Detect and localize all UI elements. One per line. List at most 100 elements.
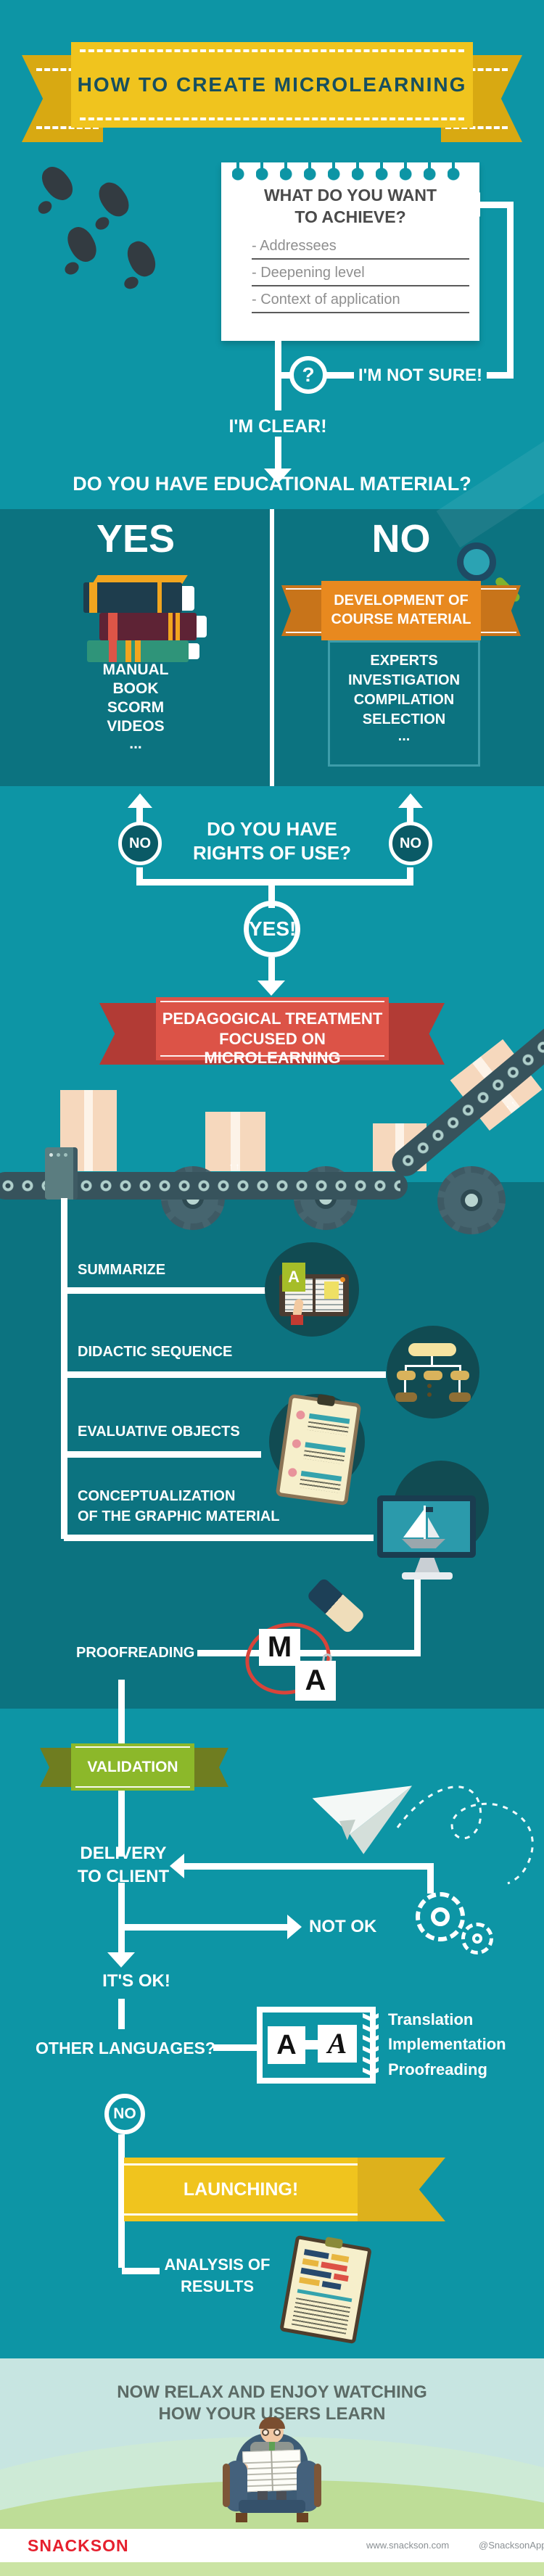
letter-tile-m: M (259, 1629, 300, 1666)
rights-yes-circle: YES! (244, 901, 300, 957)
analysis-line2: RESULTS (180, 2277, 255, 2295)
arrowhead-down (257, 981, 285, 996)
flow-line (407, 867, 413, 886)
flow-line (197, 1650, 421, 1656)
flow-line (268, 957, 275, 981)
no-label: NO (371, 517, 431, 561)
gear-icon (437, 1166, 506, 1234)
rework-gears-icon-small (461, 1923, 493, 1954)
note-heading-line2: TO ACHIEVE? (294, 207, 406, 226)
parcel-box: ↑↑ (205, 1112, 265, 1171)
flow-line (122, 2268, 160, 2274)
column-divider (270, 509, 274, 786)
languages-no-circle: NO (104, 2094, 145, 2134)
closing-line1: NOW RELAX AND ENJOY WATCHING (117, 2382, 427, 2402)
arrowhead-left (170, 1854, 184, 1878)
flow-line (136, 879, 413, 886)
flow-line (275, 437, 281, 468)
flow-line (118, 1999, 125, 2029)
flow-line (61, 1198, 67, 1539)
its-ok-label: IT'S OK! (102, 1971, 170, 1991)
flow-line (427, 1863, 434, 1894)
course-banner-line1: DEVELOPMENT OF (334, 593, 469, 608)
flow-line (275, 341, 281, 410)
no-items-box (328, 640, 480, 767)
page-title: HOW TO CREATE MICROLEARNING (77, 73, 467, 96)
arrowhead-down (264, 468, 292, 484)
delivery-line1: DELIVERY (80, 1844, 167, 1863)
material-question: DO YOU HAVE EDUCATIONAL MATERIAL? (73, 473, 471, 495)
course-banner: DEVELOPMENT OF COURSE MATERIAL (321, 581, 481, 640)
not-ok-label: NOT OK (309, 1917, 377, 1936)
flow-line (183, 1863, 434, 1870)
rights-question-line2: RIGHTS OF USE? (192, 842, 352, 864)
flow-line (64, 1535, 374, 1541)
flow-line (64, 1287, 270, 1294)
yes-item: MANUAL (102, 661, 169, 678)
plane-trail (396, 1786, 534, 1885)
step-label-proofreading: PROOFREADING (76, 1645, 195, 1661)
yes-item: BOOK (112, 680, 159, 697)
footer-website: www.snackson.com (366, 2540, 450, 2551)
step-label-summarize: SUMMARIZE (78, 1262, 166, 1278)
not-sure-label: I'M NOT SURE! (354, 364, 487, 387)
title-banner: HOW TO CREATE MICROLEARNING (71, 42, 473, 128)
note-item: - Addressees (252, 238, 337, 254)
step-label-evaluative: EVALUATIVE OBJECTS (78, 1424, 240, 1440)
language-option: Implementation (388, 2035, 506, 2053)
question-icon: ? (289, 356, 327, 394)
analysis-clipboard-icon (279, 2234, 372, 2345)
arrowhead-right (287, 1915, 302, 1939)
arrowhead-up (128, 793, 152, 808)
flow-line (136, 867, 143, 886)
yes-label: YES (96, 517, 176, 561)
monitor-base (402, 1572, 453, 1580)
summarize-icon: A (265, 1242, 359, 1337)
step-label-concept-line2: OF THE GRAPHIC MATERIAL (78, 1508, 280, 1524)
clear-label: I'M CLEAR! (228, 416, 327, 437)
flow-line (213, 2044, 257, 2051)
step-label-concept-line1: CONCEPTUALIZATION (78, 1488, 236, 1504)
translation-icon (257, 2007, 376, 2084)
footer-bar: SNACKSON www.snackson.com @SnacksonApp (0, 2529, 544, 2562)
step-label-didactic: DIDACTIC SEQUENCE (78, 1344, 233, 1360)
armchair-reader-illustration (214, 2417, 330, 2527)
language-option: Proofreading (388, 2060, 487, 2078)
didactic-sequence-icon (387, 1326, 479, 1419)
treatment-line1: PEDAGOGICAL TREATMENT (162, 1010, 383, 1028)
flow-line (414, 1580, 421, 1656)
letter-tile-a: A (295, 1661, 336, 1701)
analysis-line1: ANALYSIS OF (164, 2255, 271, 2274)
brand-logo: SNACKSON (28, 2536, 129, 2555)
rights-question-line1: DO YOU HAVE (207, 818, 337, 840)
footer-handle: @SnacksonApp (479, 2540, 544, 2551)
flow-line (64, 1371, 386, 1378)
closing-scene: NOW RELAX AND ENJOY WATCHING HOW YOUR US… (0, 2358, 544, 2576)
machine-icon (45, 1147, 78, 1200)
yes-item: SCORM (107, 699, 165, 716)
flow-line (407, 808, 413, 830)
validation-banner: VALIDATION (71, 1743, 194, 1791)
launch-label: LAUNCHING! (183, 2179, 299, 2200)
monitor-stand (415, 1558, 440, 1572)
treatment-line2: FOCUSED ON MICROLEARNING (204, 1030, 341, 1067)
flow-line (136, 808, 143, 830)
books-icon (83, 575, 207, 662)
yes-item: VIDEOS (107, 718, 165, 735)
launch-flag-tail (358, 2158, 445, 2221)
rights-no-left: NO (118, 822, 162, 865)
rights-no-right: NO (389, 822, 432, 865)
no-item: SELECTION (362, 711, 446, 727)
arrowhead-up (398, 793, 423, 808)
no-item: COMPILATION (353, 692, 455, 708)
bottom-strip (0, 2562, 544, 2576)
flow-line (118, 1883, 125, 1952)
translation-letter-right: A (318, 2025, 357, 2063)
flow-line (507, 202, 514, 379)
flow-line (122, 1924, 287, 1931)
monitor-icon (377, 1495, 476, 1558)
yes-item: ... (129, 735, 142, 752)
language-option: Translation (388, 2010, 474, 2028)
evaluative-objects-icon (269, 1393, 365, 1506)
